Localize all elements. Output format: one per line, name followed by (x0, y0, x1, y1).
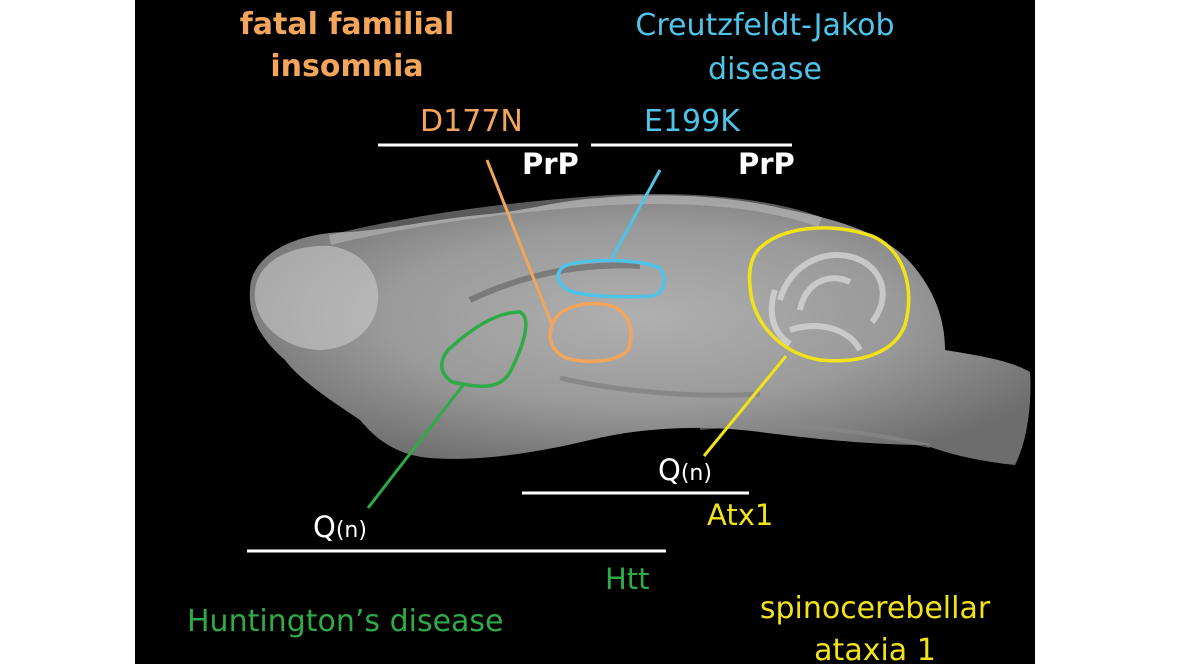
cjd-pointer (610, 169, 662, 259)
prp-gene-left: PrP (522, 147, 579, 181)
sca1-pointer (702, 355, 788, 457)
cjd-mutation-label: E199K (644, 104, 740, 139)
atx1-gene-label: Atx1 (707, 498, 774, 532)
q-letter: Q (313, 510, 336, 544)
hippocampus-outline (556, 258, 666, 299)
ventricle (468, 262, 641, 303)
cerebellum-outline (747, 226, 911, 363)
fiber-tract (559, 375, 761, 398)
ffi-pointer (485, 159, 554, 326)
sca1-title-line2: ataxia 1 (814, 633, 936, 668)
cjd-title-line2: disease (708, 52, 822, 87)
cjd-title-line1: Creutzfeldt-Jakob (635, 8, 895, 43)
olfactory-bulb (254, 245, 379, 350)
ffi-title-line2: insomnia (270, 49, 424, 84)
cjd-title: Creutzfeldt-Jakob disease (590, 4, 940, 92)
thalamus-outline (548, 302, 633, 364)
sca1-title-line1: spinocerebellar (759, 591, 991, 626)
q-letter: Q (658, 453, 681, 487)
htt-gene-label: Htt (605, 562, 650, 596)
huntington-title: Huntington’s disease (187, 604, 504, 639)
q-repeat-sca1: Q(n) (658, 453, 712, 487)
prp-gene-right: PrP (738, 147, 795, 181)
huntington-pointer (366, 383, 466, 509)
cerebellum (768, 252, 886, 352)
cortex-band (328, 194, 822, 245)
ffi-title: fatal familial insomnia (222, 4, 472, 88)
q-subscript: (n) (680, 461, 712, 486)
q-subscript: (n) (335, 518, 367, 543)
striatum-outline (440, 310, 528, 388)
ffi-title-line1: fatal familial (239, 7, 455, 42)
sca1-title: spinocerebellar ataxia 1 (720, 588, 1030, 672)
q-repeat-huntington: Q(n) (313, 510, 367, 544)
ffi-mutation-label: D177N (420, 104, 523, 139)
brain-section (249, 195, 1031, 465)
